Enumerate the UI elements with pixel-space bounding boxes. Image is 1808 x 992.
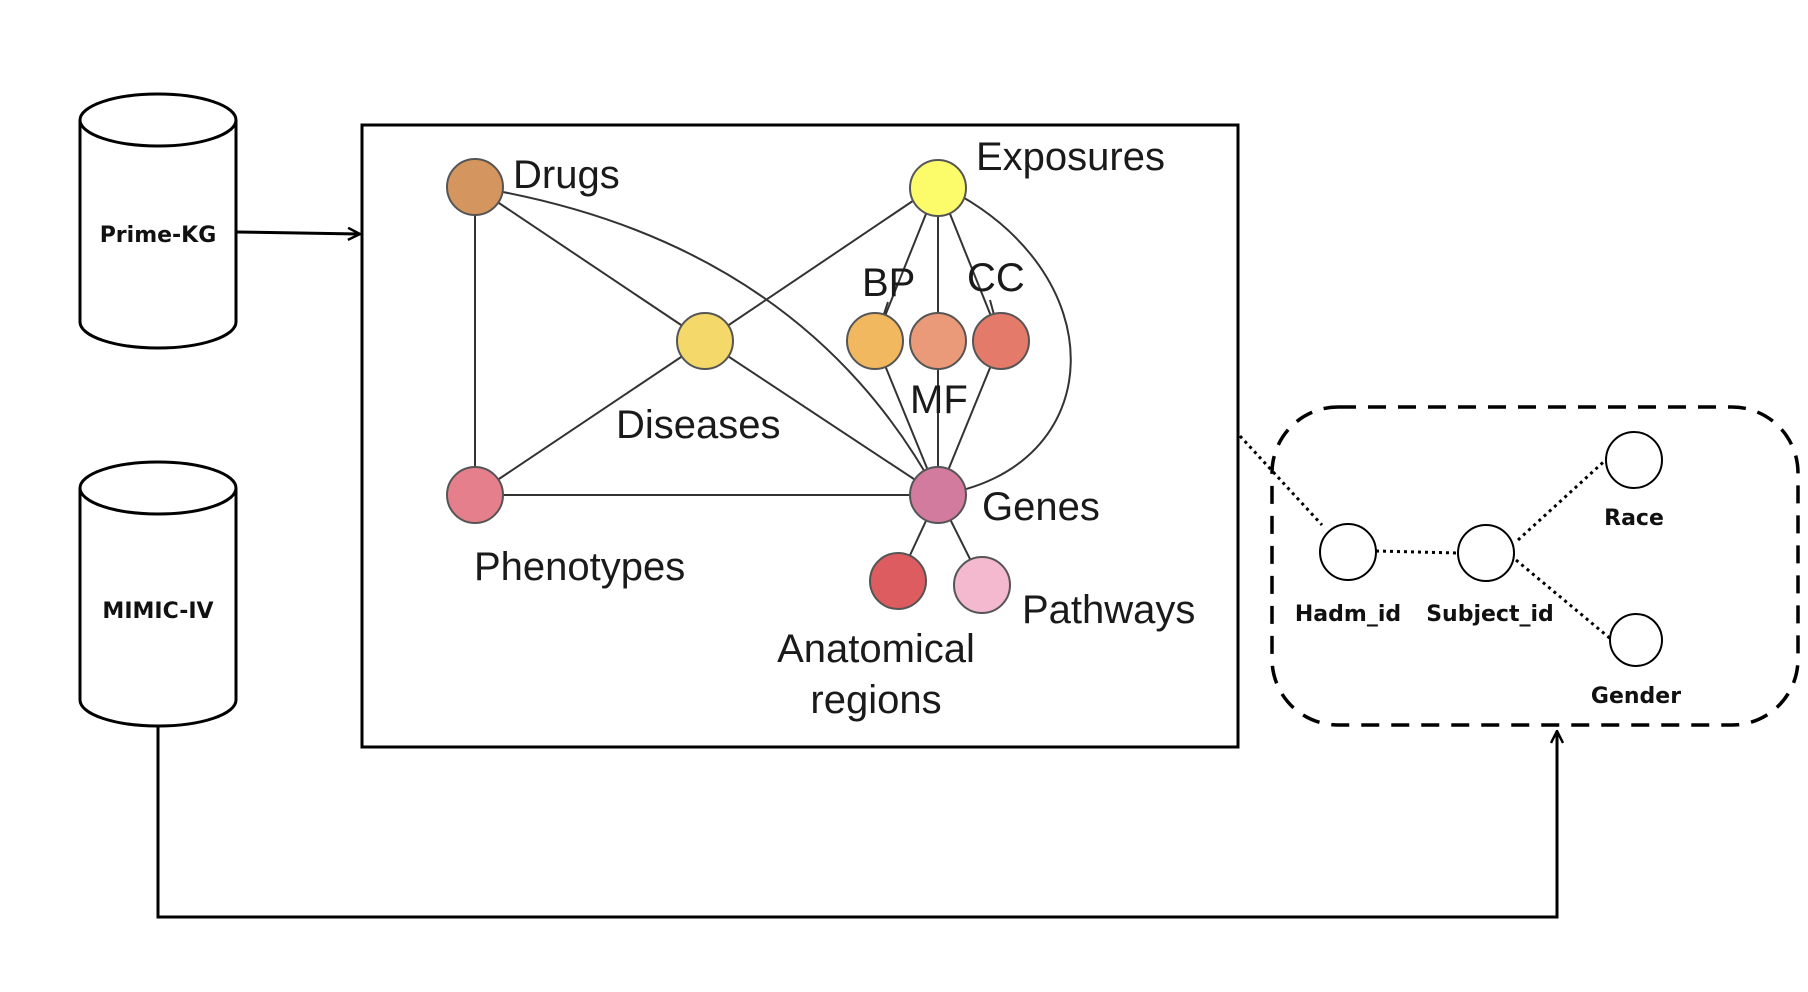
label-race: Race <box>1604 506 1664 531</box>
node-genes <box>909 466 967 524</box>
label-gender: Gender <box>1591 684 1681 709</box>
node-bp <box>846 312 904 370</box>
node-drugs <box>446 158 504 216</box>
label-diseases: Diseases <box>616 403 781 447</box>
label-subject-id: Subject_id <box>1426 602 1554 627</box>
label-anatomical-line1: Anatomical <box>777 627 975 671</box>
label-pathways: Pathways <box>1022 588 1195 632</box>
label-anatomical-line2: regions <box>810 678 941 722</box>
label-exposures: Exposures <box>976 135 1165 179</box>
node-anatomical-regions <box>869 552 927 610</box>
kg-to-patient-link <box>1238 434 1324 527</box>
node-phenotypes <box>446 466 504 524</box>
prime-kg-database: Prime-KG <box>78 92 238 350</box>
mimic-iv-database: MIMIC-IV <box>78 460 238 728</box>
label-cc: CC <box>967 256 1025 300</box>
knowledge-graph-panel: Drugs Exposures BP CC MF Diseases Genes … <box>360 123 1240 749</box>
node-gender <box>1609 613 1663 667</box>
node-exposures <box>909 159 967 217</box>
node-hadm-id <box>1319 523 1377 581</box>
node-mf <box>909 312 967 370</box>
label-bp: BP <box>862 261 915 305</box>
mimic-iv-label: MIMIC-IV <box>102 599 213 624</box>
label-mf: MF <box>910 378 968 422</box>
node-cc <box>972 312 1030 370</box>
mimic-iv-arrow <box>156 726 1557 919</box>
label-drugs: Drugs <box>513 153 620 197</box>
node-subject-id <box>1457 524 1515 582</box>
prime-kg-arrow <box>235 232 359 234</box>
node-diseases <box>676 312 734 370</box>
label-phenotypes: Phenotypes <box>474 545 685 589</box>
label-hadm-id: Hadm_id <box>1295 602 1401 627</box>
label-genes: Genes <box>982 485 1100 529</box>
patient-graph-panel: Hadm_id Subject_id Race Gender <box>1270 405 1800 727</box>
node-pathways <box>953 556 1011 614</box>
prime-kg-label: Prime-KG <box>100 223 217 248</box>
node-race <box>1605 431 1663 489</box>
